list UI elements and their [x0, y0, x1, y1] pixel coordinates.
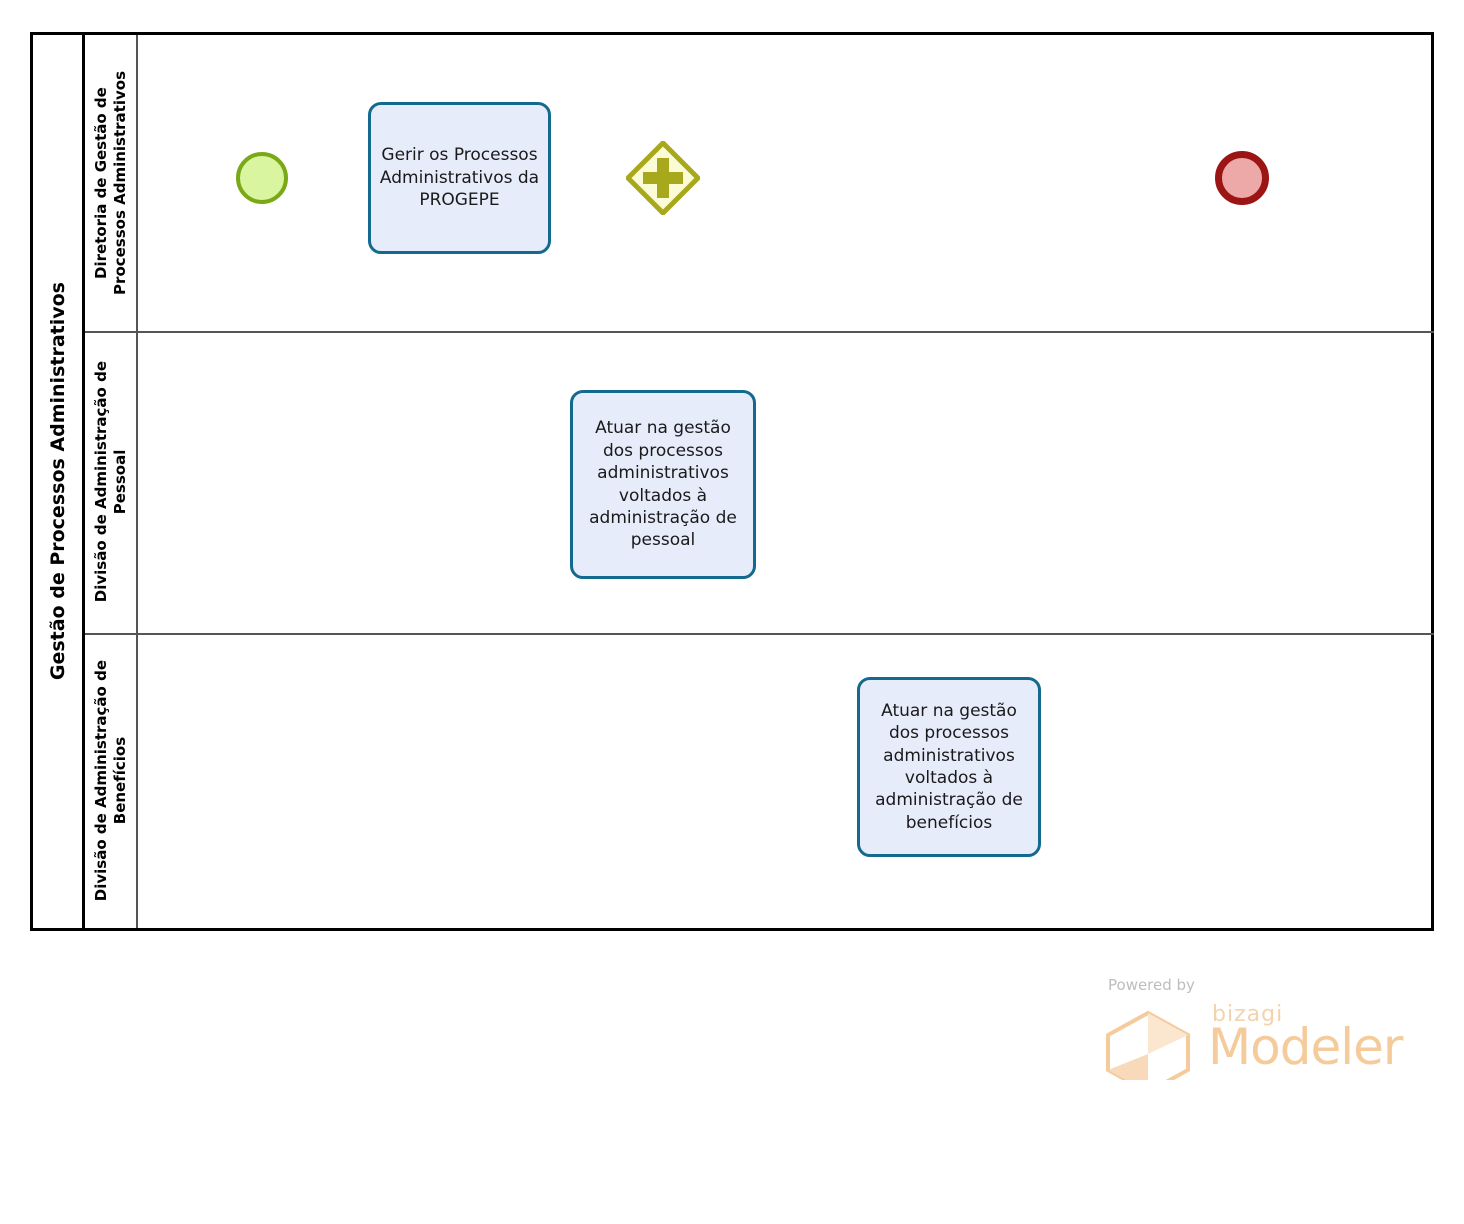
lane-beneficios: Divisão de Administração de Benefícios — [85, 633, 1434, 928]
end-event[interactable] — [1215, 151, 1269, 205]
task-atuar-beneficios-label: Atuar na gestão dos processos administra… — [875, 700, 1023, 833]
task-gerir-processos-label: Gerir os Processos Administrativos da PR… — [379, 145, 540, 211]
task-atuar-pessoal[interactable]: Atuar na gestão dos processos administra… — [570, 390, 756, 579]
start-event[interactable] — [236, 152, 288, 204]
lane-beneficios-header: Divisão de Administração de Benefícios — [85, 633, 138, 928]
lane-pessoal-header: Divisão de Administração de Pessoal — [85, 331, 138, 633]
pool-title: Gestão de Processos Administrativos — [33, 35, 85, 928]
task-gerir-processos[interactable]: Gerir os Processos Administrativos da PR… — [368, 102, 551, 254]
lane-diretoria-header: Diretoria de Gestão de Processos Adminis… — [85, 35, 138, 331]
pool-title-label: Gestão de Processos Administrativos — [46, 282, 69, 681]
lane-diretoria-label: Diretoria de Gestão de Processos Adminis… — [91, 71, 129, 295]
lane-divider-1 — [85, 331, 1434, 333]
lane-pessoal-label: Divisão de Administração de Pessoal — [91, 361, 129, 603]
parallel-gateway[interactable] — [624, 139, 702, 217]
task-atuar-pessoal-label: Atuar na gestão dos processos administra… — [589, 418, 737, 551]
lane-diretoria: Diretoria de Gestão de Processos Adminis… — [85, 35, 1434, 331]
lane-beneficios-label: Divisão de Administração de Benefícios — [91, 659, 129, 902]
lane-pessoal: Divisão de Administração de Pessoal — [85, 331, 1434, 633]
task-atuar-beneficios[interactable]: Atuar na gestão dos processos administra… — [857, 677, 1041, 857]
parallel-gateway-icon — [624, 139, 702, 217]
lane-divider-2 — [85, 633, 1434, 635]
